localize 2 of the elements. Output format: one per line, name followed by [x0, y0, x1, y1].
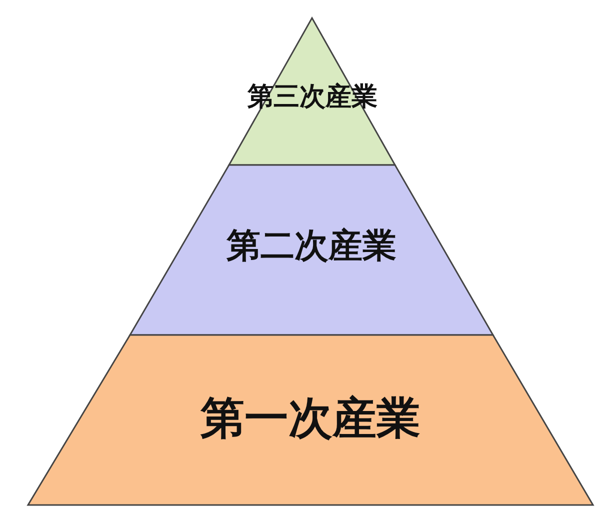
tier-label: 第一次産業 [200, 393, 420, 444]
tier-label: 第二次産業 [226, 226, 396, 266]
